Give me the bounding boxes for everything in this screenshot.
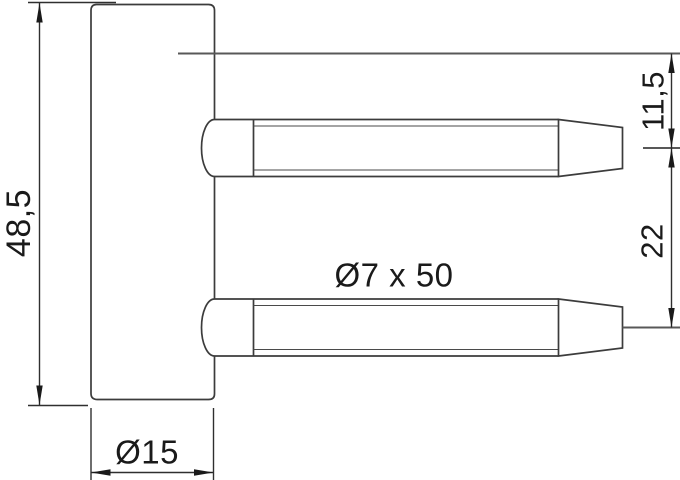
arrowhead-down-icon <box>668 308 675 328</box>
pin-top-shaft-fill <box>214 119 559 177</box>
arrowhead-up-icon <box>36 3 43 23</box>
arrowhead-down-icon <box>668 128 675 148</box>
hinge-body <box>90 3 216 401</box>
dim-label-pin-spacing: 22 <box>634 223 670 259</box>
dim-body-height <box>28 1 116 407</box>
arrowhead-up-icon <box>668 53 675 73</box>
arrowhead-left-icon <box>91 469 111 476</box>
dim-right-chain <box>622 53 680 329</box>
pin-bottom <box>214 298 624 357</box>
pin-top-taper-tip <box>557 118 624 178</box>
dim-label-body-height: 48,5 <box>0 188 38 258</box>
dim-label-pin-offset-top: 11,5 <box>635 70 671 132</box>
pin-bottom-shaft-fill <box>214 299 559 356</box>
dim-label-pin-spec: Ø7 x 50 <box>334 256 454 294</box>
arrowhead-down-icon <box>36 385 43 405</box>
hinge-body-outline <box>90 3 216 401</box>
pin-bottom-taper-tip <box>557 298 624 357</box>
arrowhead-right-icon <box>194 469 214 476</box>
dim-label-body-diameter: Ø15 <box>115 433 179 471</box>
pin-top <box>214 118 624 178</box>
dim-body-diameter <box>90 408 215 480</box>
arrowhead-up-icon <box>668 148 675 168</box>
